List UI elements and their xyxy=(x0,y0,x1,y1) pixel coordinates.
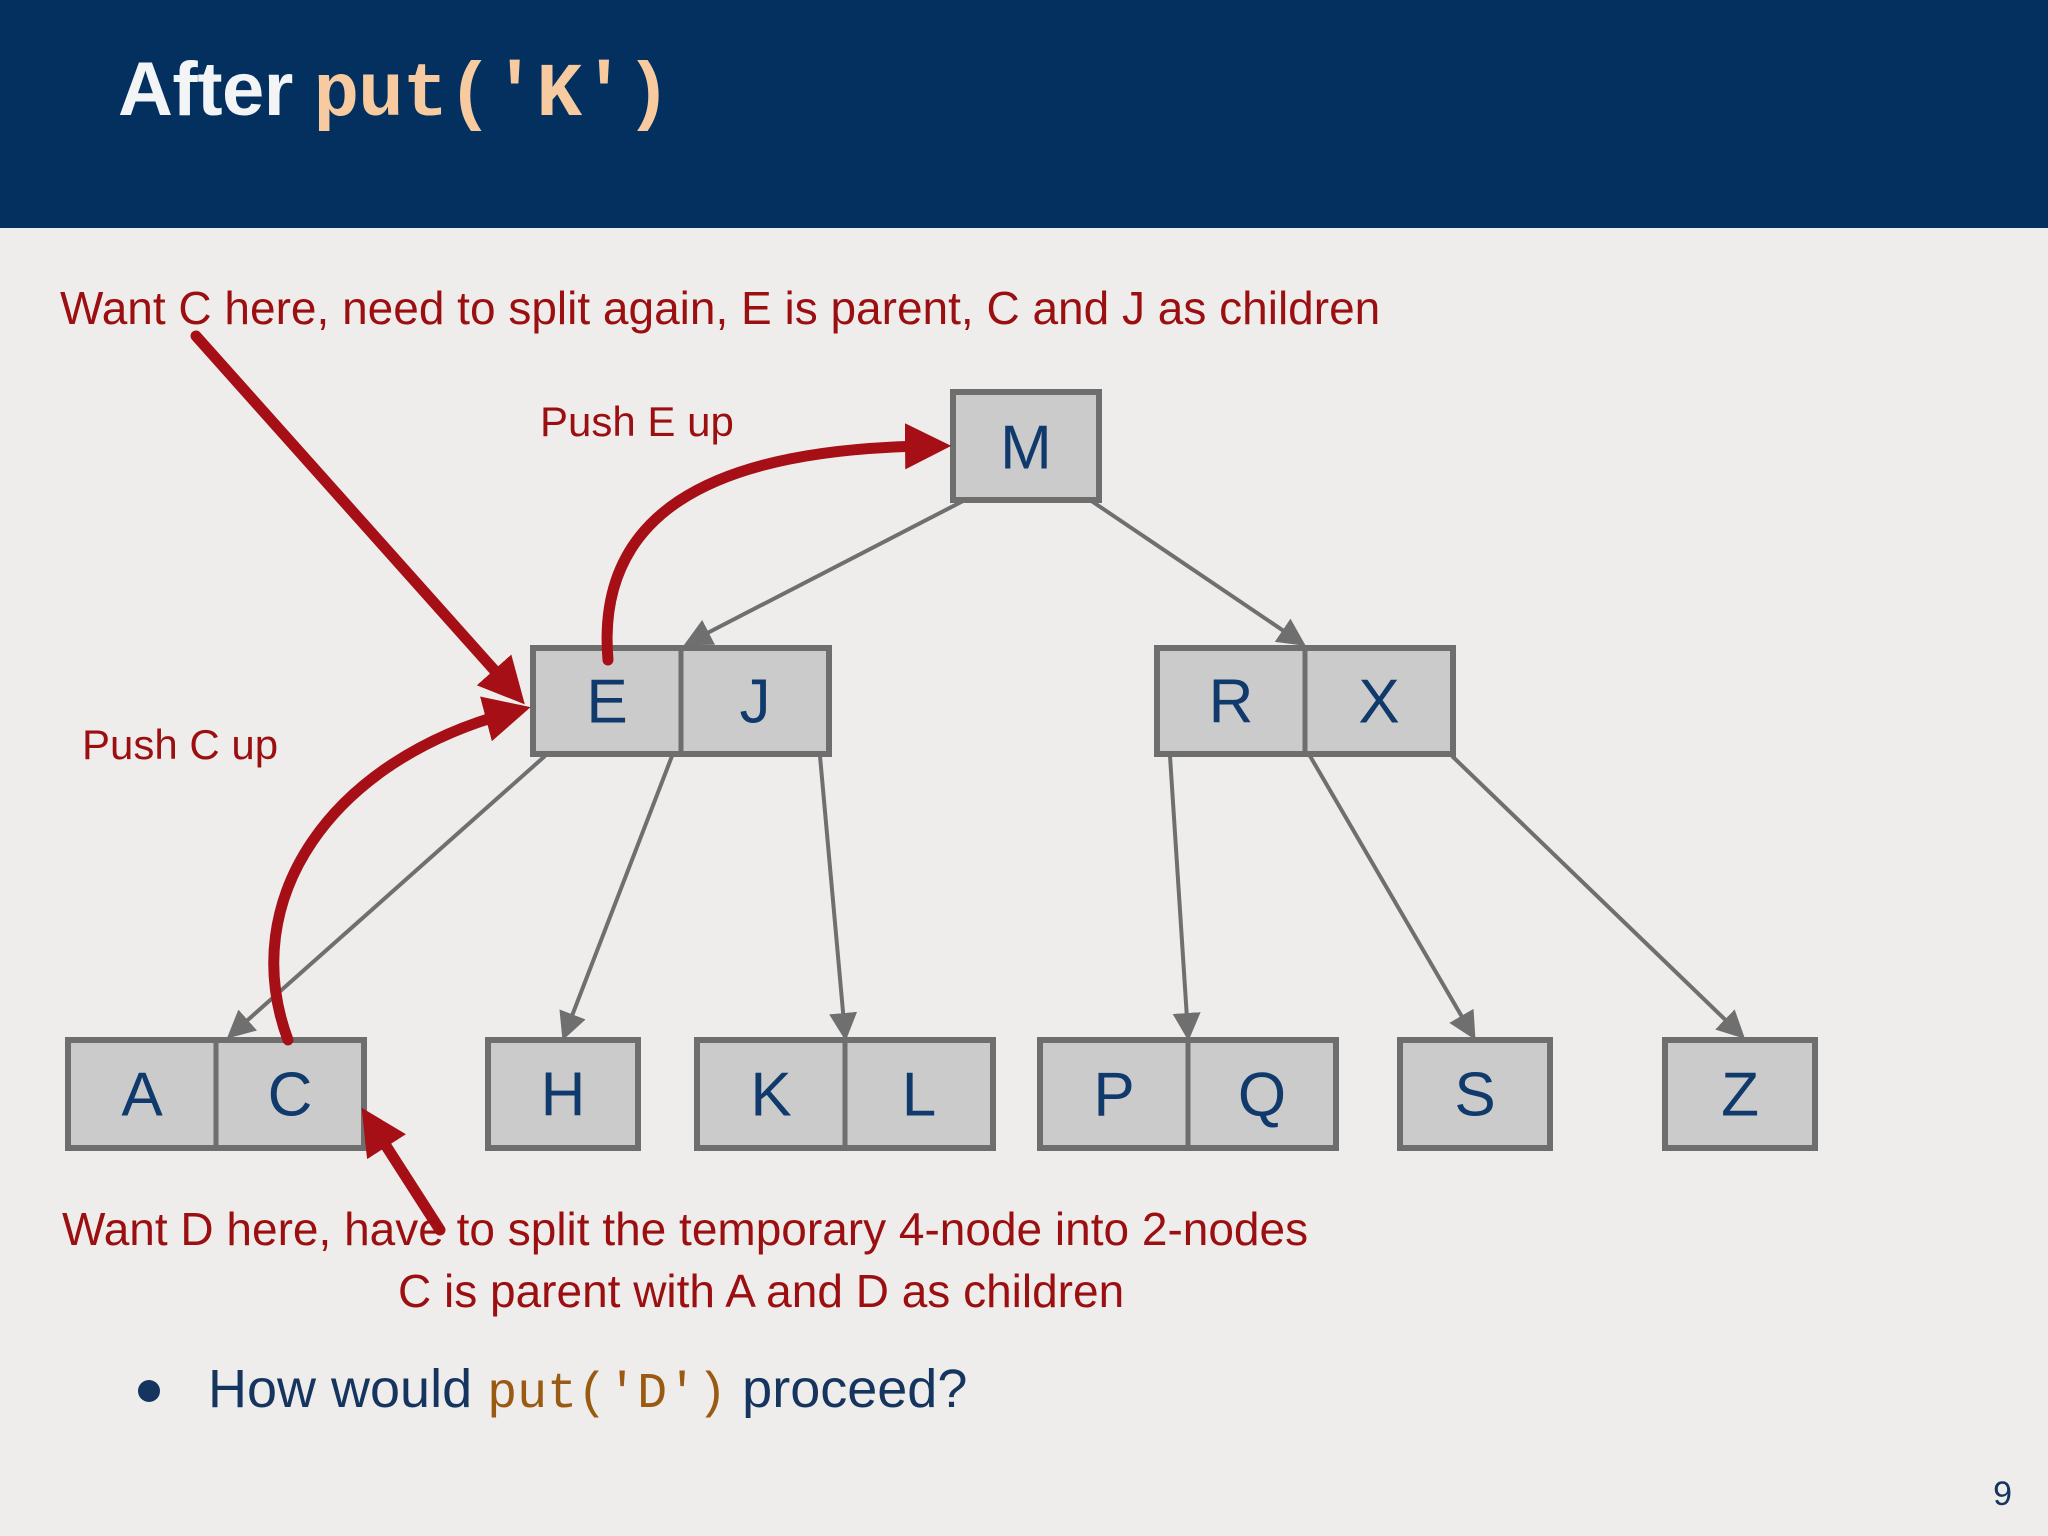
bullet-text: How would put('D') proceed? xyxy=(208,1358,967,1423)
annotation-push-e-up: Push E up xyxy=(540,398,734,445)
title-plain: After xyxy=(118,47,314,132)
page-title: After put('K') xyxy=(118,52,671,134)
node-key: H xyxy=(541,1061,586,1130)
node-ac[interactable]: A C xyxy=(65,1037,367,1151)
arrow-want-d-here xyxy=(361,1107,446,1236)
node-key: S xyxy=(1454,1061,1495,1130)
arrow-want-c-here xyxy=(190,330,525,705)
annotation-push-c-up: Push C up xyxy=(82,721,279,768)
bullet-code: put('D') xyxy=(487,1366,728,1423)
edge-root-rx xyxy=(1088,498,1306,646)
node-key: E xyxy=(586,668,627,737)
node-key: X xyxy=(1358,668,1399,737)
node-key: L xyxy=(902,1061,936,1130)
bullet-prefix: How would xyxy=(208,1359,488,1419)
edge-rx-pq xyxy=(1168,755,1201,1041)
edge-ej-kl xyxy=(818,755,858,1041)
edge-rx-s xyxy=(1308,754,1476,1041)
annotation-want-d-here-line1: Want D here, have to split the temporary… xyxy=(62,1203,1309,1255)
node-key: A xyxy=(121,1061,163,1130)
node-m[interactable]: M xyxy=(950,389,1102,503)
node-key: R xyxy=(1209,668,1254,737)
node-kl[interactable]: K L xyxy=(694,1037,996,1151)
node-key: J xyxy=(740,668,771,737)
edge-ej-h xyxy=(559,755,674,1041)
edge-rx-z xyxy=(1450,754,1746,1039)
node-key: Z xyxy=(1721,1061,1759,1130)
arrow-push-e-up xyxy=(601,423,952,666)
arrow-push-c-up xyxy=(268,696,531,1046)
bullet-item: How would put('D') proceed? xyxy=(138,1358,967,1423)
node-z[interactable]: Z xyxy=(1662,1037,1818,1151)
edge-ej-ac xyxy=(226,754,547,1039)
title-code: put('K') xyxy=(313,52,671,138)
node-s[interactable]: S xyxy=(1397,1037,1553,1151)
node-rx[interactable]: R X xyxy=(1154,645,1456,757)
bullet-suffix: proceed? xyxy=(727,1359,968,1419)
node-h[interactable]: H xyxy=(485,1037,641,1151)
node-ej[interactable]: E J xyxy=(530,645,832,757)
tree-edges xyxy=(226,498,1746,1041)
annotation-want-c-here: Want C here, need to split again, E is p… xyxy=(60,282,1381,334)
node-pq[interactable]: P Q xyxy=(1037,1037,1339,1151)
tree-nodes: M E J R X A C xyxy=(65,389,1818,1151)
title-bar: After put('K') xyxy=(0,0,2048,228)
bullet-dot-icon xyxy=(138,1379,160,1402)
node-key: M xyxy=(1000,414,1052,483)
node-key: P xyxy=(1093,1061,1134,1130)
annotation-arrows xyxy=(190,330,952,1236)
node-key: Q xyxy=(1238,1061,1286,1130)
annotation-want-d-here-line2: C is parent with A and D as children xyxy=(398,1265,1125,1317)
node-key: C xyxy=(268,1061,313,1130)
page-number: 9 xyxy=(1993,1475,2012,1513)
node-key: K xyxy=(750,1061,791,1130)
edge-root-ej xyxy=(683,498,966,646)
